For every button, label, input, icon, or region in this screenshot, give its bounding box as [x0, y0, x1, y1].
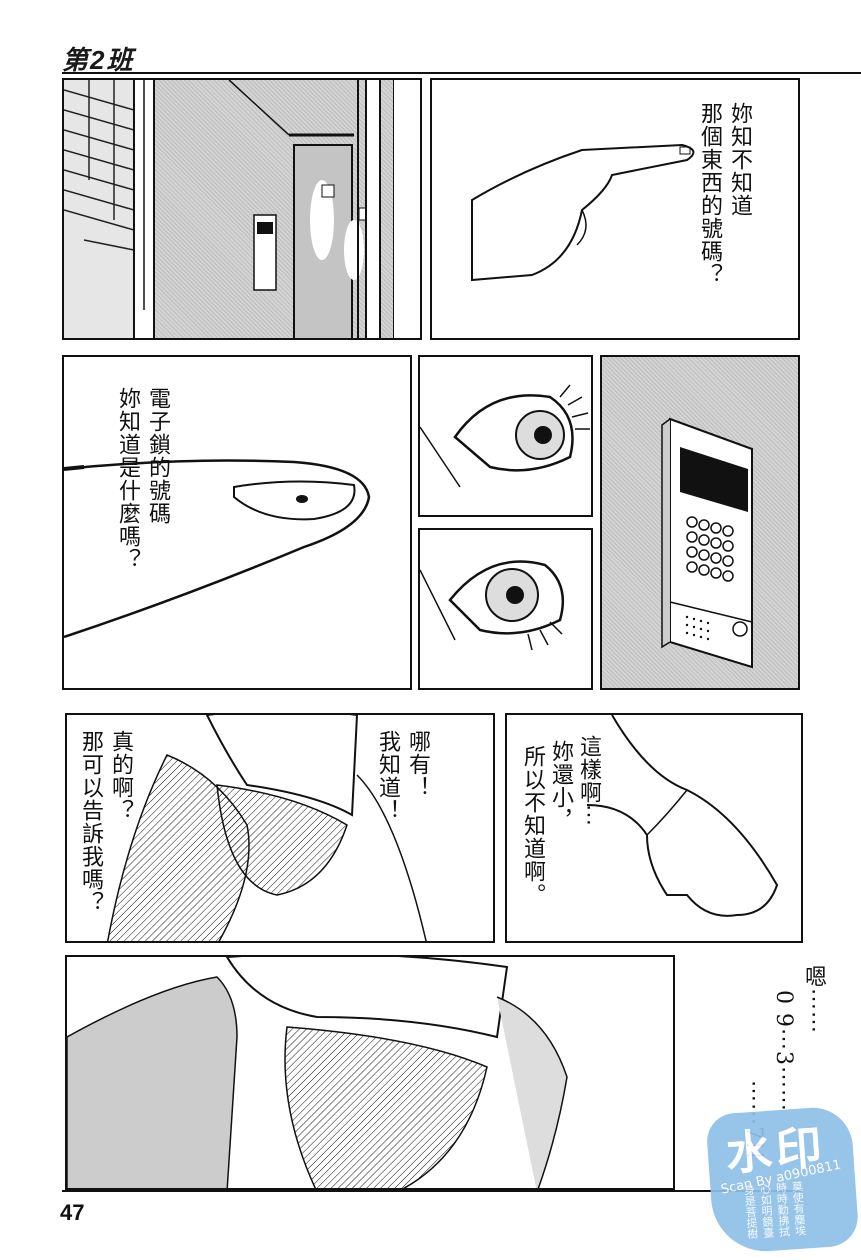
speech-panel8-line1: 這樣啊⋯ [576, 735, 601, 827]
speech-panel2-line1: 妳知不知道 [727, 102, 752, 217]
hallway-illustration [64, 80, 420, 338]
watermark-poem-line: 心如明鏡臺 [758, 1182, 776, 1239]
panel-man-closeup [65, 955, 675, 1190]
panel-eye-bottom [418, 528, 593, 690]
speech-panel7-line4: 我知道！ [375, 730, 400, 822]
chapter-title: 第2班 [62, 45, 135, 75]
watermark-poem: 莫使有塵埃 時時勤拂拭 心如明鏡臺 身是菩提樹 [740, 1180, 808, 1240]
watermark-poem-line: 身是菩提樹 [742, 1183, 760, 1240]
panel-keypad [600, 355, 800, 690]
panel-hallway [62, 78, 422, 340]
speech-panel8-line2: 妳還小， [548, 740, 573, 832]
lock-keypad-buttons [686, 516, 734, 582]
pointing-hand-illustration [471, 143, 695, 282]
lock-display-screen [680, 447, 748, 512]
watermark-poem-line: 時時勤拂拭 [774, 1181, 791, 1238]
scanner-watermark: 水印 Scan By a0900811 莫使有塵埃 時時勤拂拭 心如明鏡臺 身是… [705, 1105, 860, 1255]
panel-fingertip: 電子鎖的號碼 妳知道是什麼嗎？ [62, 355, 412, 690]
speech-panel9-line2: 0 9⋯3⋯⋯ [771, 990, 796, 1112]
fist-illustration [586, 715, 779, 917]
man-closeup-illustration [67, 957, 568, 1188]
watermark-poem-line: 莫使有塵埃 [790, 1180, 807, 1237]
speech-panel7-line2: 那可以告訴我嗎？ [78, 730, 103, 914]
speech-panel9-line1: 嗯⋯⋯ [801, 965, 826, 1034]
man-cap-illustration [106, 715, 427, 941]
page-number: 47 [60, 1200, 85, 1225]
panel-pointing-finger: 妳知不知道 那個東西的號碼？ [430, 78, 800, 340]
panel-fist: 這樣啊⋯ 妳還小， 所以不知道啊。 [505, 713, 803, 943]
lock-speaker-grille [685, 615, 710, 641]
panel-eye-top [418, 355, 593, 517]
page-bottom-rule [62, 1190, 802, 1192]
panel-man-cap: 真的啊？ 那可以告訴我嗎？ 哪有！ 我知道！ [65, 713, 495, 943]
speech-panel8-line3: 所以不知道啊。 [520, 745, 545, 906]
speech-panel3-line2: 妳知道是什麼嗎？ [115, 387, 140, 571]
electronic-lock-illustration [661, 417, 753, 669]
speech-panel3-line1: 電子鎖的號碼 [145, 387, 170, 525]
speech-panel2-line2: 那個東西的號碼？ [697, 102, 722, 286]
speech-panel7-line3: 哪有！ [405, 730, 430, 799]
eye-illustration-bottom [420, 560, 565, 651]
chapter-underline [62, 72, 861, 74]
eye-illustration-top [420, 384, 590, 488]
fingertip-illustration [64, 459, 371, 639]
speech-panel7-line1: 真的啊？ [108, 730, 133, 822]
